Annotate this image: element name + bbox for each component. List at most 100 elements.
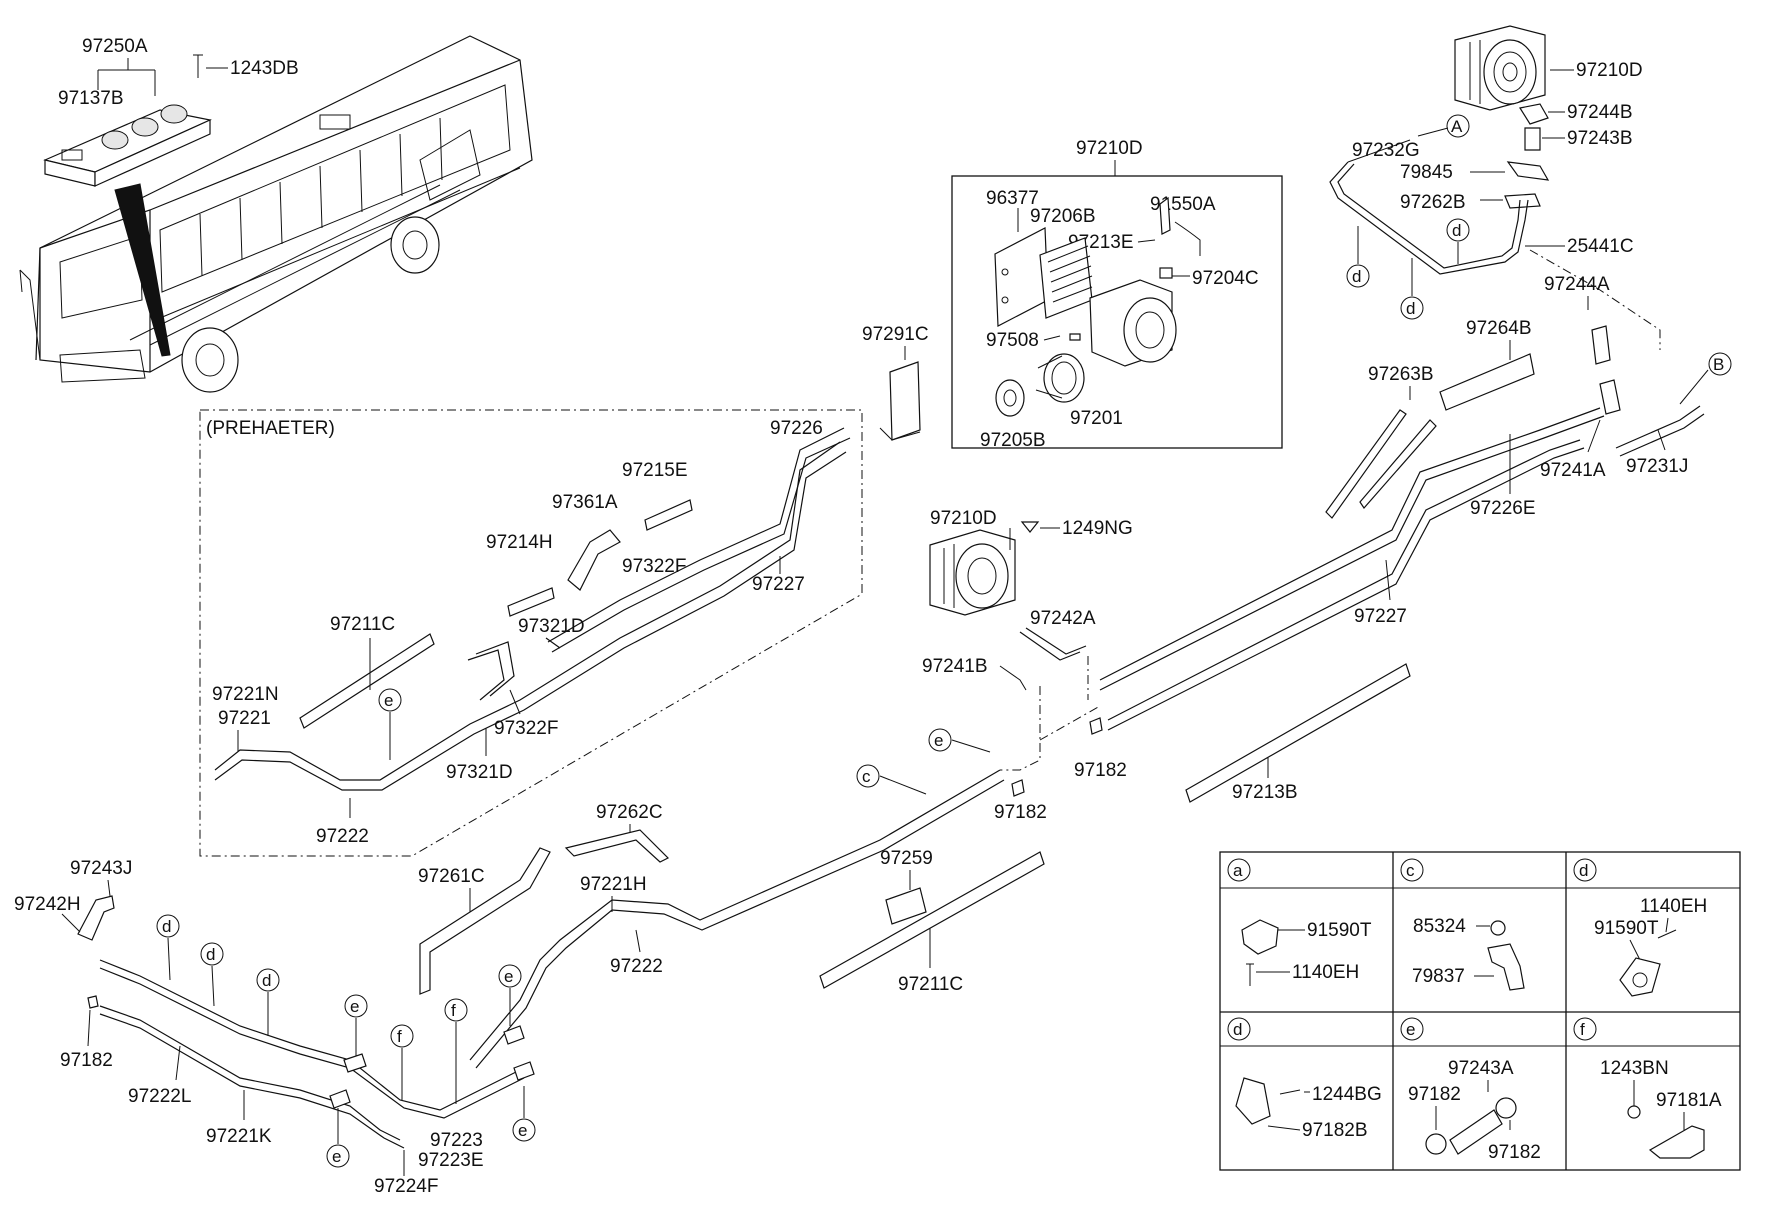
label-97261C: 97261C [418,866,485,887]
label-97182-left: 97182 [60,1050,113,1071]
callout-A: A [1451,117,1463,136]
legend-key-c: c [1406,861,1415,880]
label-97215E: 97215E [622,460,688,481]
label-97210D-mid: 97210D [930,508,997,529]
label-97243J: 97243J [70,858,132,879]
label-79845: 79845 [1400,162,1453,183]
label-97241B: 97241B [922,656,988,677]
legend-e-part-3: 97182 [1488,1142,1541,1163]
label-97223E: 97223E [418,1150,484,1171]
label-97211C-mid: 97211C [898,974,963,995]
legend-e-part-1: 97243A [1448,1058,1514,1079]
label-97213B: 97213B [1232,782,1298,803]
label-97204C: 97204C [1192,268,1259,289]
legend-key-d-2: d [1233,1020,1242,1039]
label-97508: 97508 [986,330,1039,351]
label-97222L: 97222L [128,1086,191,1107]
label-97221: 97221 [218,708,271,729]
legend-key-d-1: d [1579,861,1588,880]
label-97211C-pre: 97211C [330,614,395,635]
legend-key-f: f [1580,1020,1585,1039]
callout-c: c [862,767,871,786]
callout-e-b4: e [518,1121,527,1140]
callout-e-b3: e [504,967,513,986]
legend-e-part-2: 97182 [1408,1084,1461,1105]
callout-e-b1: e [350,997,359,1016]
callout-B: B [1713,355,1724,374]
label-97322F-b: 97322F [494,718,558,739]
heater-exploded-parts [994,196,1201,417]
label-97227-pre: 97227 [752,574,805,595]
legend-c-part-1: 85324 [1413,916,1466,937]
label-25441C: 25441C [1567,236,1634,257]
callout-d-b1: d [162,917,171,936]
label-97221N: 97221N [212,684,279,705]
callout-e-pre: e [384,691,393,710]
label-97221K: 97221K [206,1126,272,1147]
legend-f-part-2: 97181A [1656,1090,1722,1111]
heater-unit-top-right [1454,25,1546,111]
label-97259: 97259 [880,848,933,869]
label-97264B: 97264B [1466,318,1532,339]
label-97262B: 97262B [1400,192,1466,213]
legend-d2-part-1: 1244BG [1312,1084,1382,1105]
label-97222-pre: 97222 [316,826,369,847]
label-1243DB: 1243DB [230,58,299,79]
label-97321D-b: 97321D [446,762,513,783]
preheater-region [199,409,863,857]
legend-d2-part-2: 97182B [1302,1120,1368,1141]
label-97291C: 97291C [862,324,929,345]
label-97263B: 97263B [1368,364,1434,385]
callout-d-b3: d [262,971,271,990]
label-97223: 97223 [430,1130,483,1151]
label-97231J: 97231J [1626,456,1688,477]
legend-a-part-2: 1140EH [1292,962,1359,983]
legend-f-part-1: 1243BN [1600,1058,1669,1079]
label-97210D-top: 97210D [1576,60,1643,81]
label-97361A: 97361A [552,492,618,513]
label-97214H: 97214H [486,532,553,553]
label-97221H: 97221H [580,874,647,895]
label-97242H: 97242H [14,894,81,915]
label-97243B: 97243B [1567,128,1633,149]
callout-d-2: d [1352,267,1361,286]
label-97222-mid: 97222 [610,956,663,977]
callout-f-b2: f [451,1001,456,1020]
label-97206B: 97206B [1030,206,1096,227]
label-97137B: 97137B [58,88,124,109]
legend-d1-part-2: 91590T [1594,918,1659,939]
label-1249NG: 1249NG [1062,518,1133,539]
legend-key-e: e [1406,1020,1415,1039]
label-97250A: 97250A [82,36,148,57]
label-97226: 97226 [770,418,823,439]
label-97262C: 97262C [596,802,663,823]
bus-illustration [19,35,533,393]
label-97227-right: 97227 [1354,606,1407,627]
legend-c-part-2: 79837 [1412,966,1465,987]
label-97232G: 97232G [1352,140,1420,161]
label-97244A: 97244A [1544,274,1610,295]
callout-d-1: d [1452,221,1461,240]
label-97210D-box: 97210D [1076,138,1143,159]
label-97244B-top: 97244B [1567,102,1633,123]
callout-d-b2: d [206,945,215,964]
label-97241A: 97241A [1540,460,1606,481]
label-97201: 97201 [1070,408,1123,429]
legend-table [1219,851,1741,1171]
preheater-title: (PREHAETER) [206,418,335,439]
legend-a-part-1: 91590T [1307,920,1372,941]
label-97226E: 97226E [1470,498,1536,519]
label-97242A: 97242A [1030,608,1096,629]
label-97224F: 97224F [374,1176,438,1197]
legend-d1-part-1: 1140EH [1640,896,1707,917]
callout-e-b2: e [332,1147,341,1166]
exploded-view-frame [951,175,1283,449]
label-97205B: 97205B [980,430,1046,451]
callout-e-mid: e [934,731,943,750]
label-97182-mid2: 97182 [994,802,1047,823]
callout-d-3: d [1406,299,1415,318]
legend-key-a: a [1233,861,1243,880]
label-97321D-a: 97321D [518,616,585,637]
callout-f-b1: f [397,1027,402,1046]
